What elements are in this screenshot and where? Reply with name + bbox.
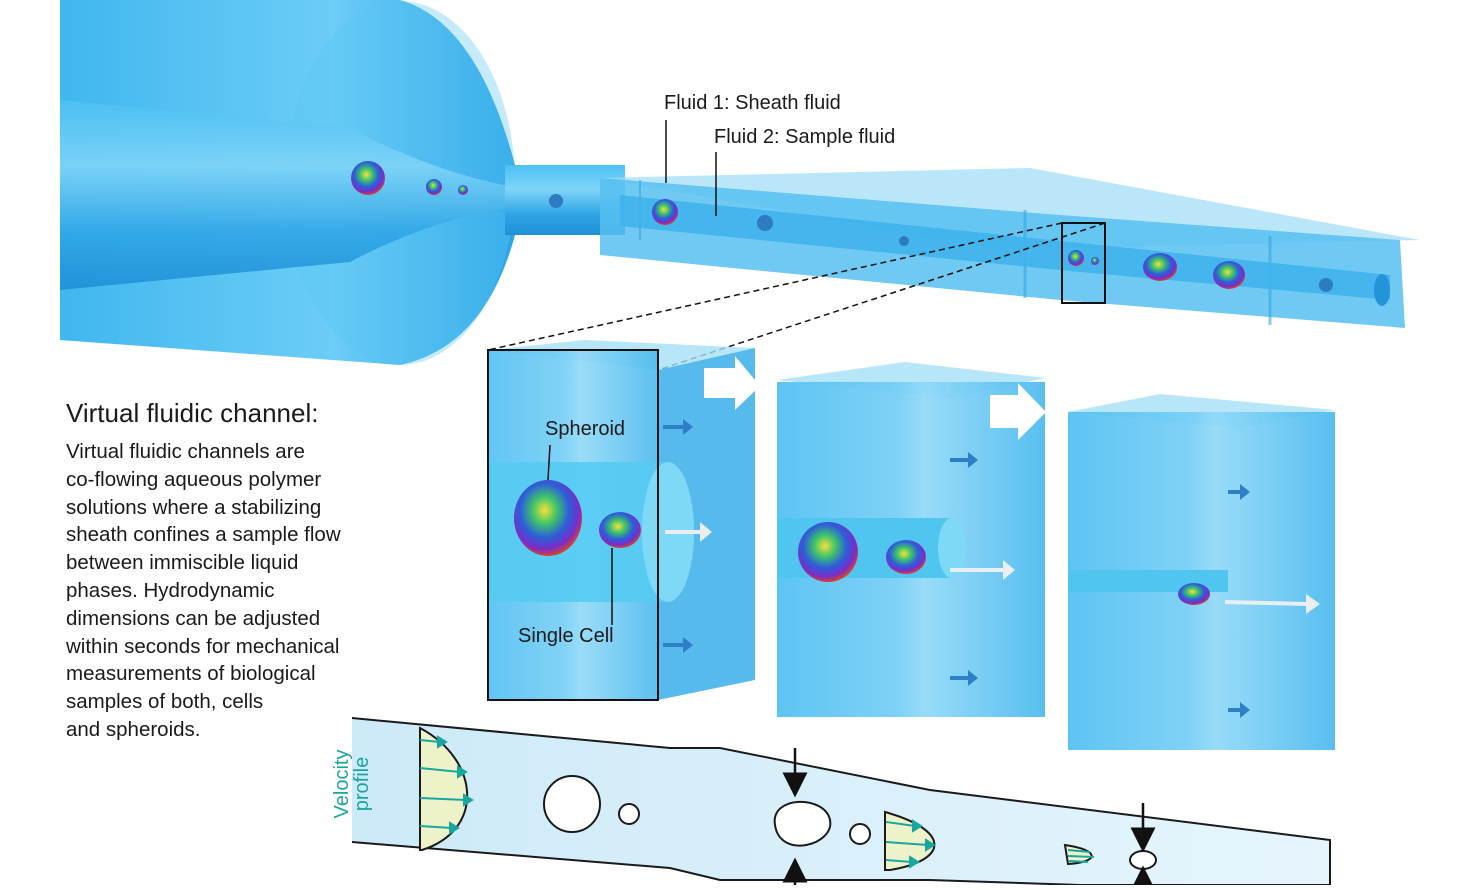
block-1 [487, 340, 760, 701]
zoom-box [1061, 222, 1106, 304]
velocity-profile-label: Velocity profile [331, 749, 373, 819]
spheroid-label: Spheroid [545, 418, 626, 440]
spheroid-cell-2 [798, 522, 858, 582]
single-cell-3 [1178, 583, 1210, 605]
single-cell-2 [886, 540, 926, 574]
sample-core-channel [620, 195, 1390, 300]
top-channel-illustration [60, 0, 1420, 371]
top-cells [351, 161, 1333, 292]
block-2 [777, 362, 1046, 717]
fluid1-label: Fluid 1: Sheath fluid [664, 92, 841, 114]
single-cell [599, 512, 641, 548]
sample-stream-cone [60, 100, 520, 290]
side-title: Virtual fluidic channel: [66, 398, 319, 428]
single-cell-label: Single Cell [518, 625, 614, 647]
velocity-profile-channel [351, 717, 1331, 890]
fluid2-label: Fluid 2: Sample fluid [714, 126, 896, 148]
side-description: Virtual fluidic channels are co-flowing … [66, 440, 341, 741]
block-3 [1068, 394, 1335, 750]
spheroid-cell [514, 480, 582, 556]
